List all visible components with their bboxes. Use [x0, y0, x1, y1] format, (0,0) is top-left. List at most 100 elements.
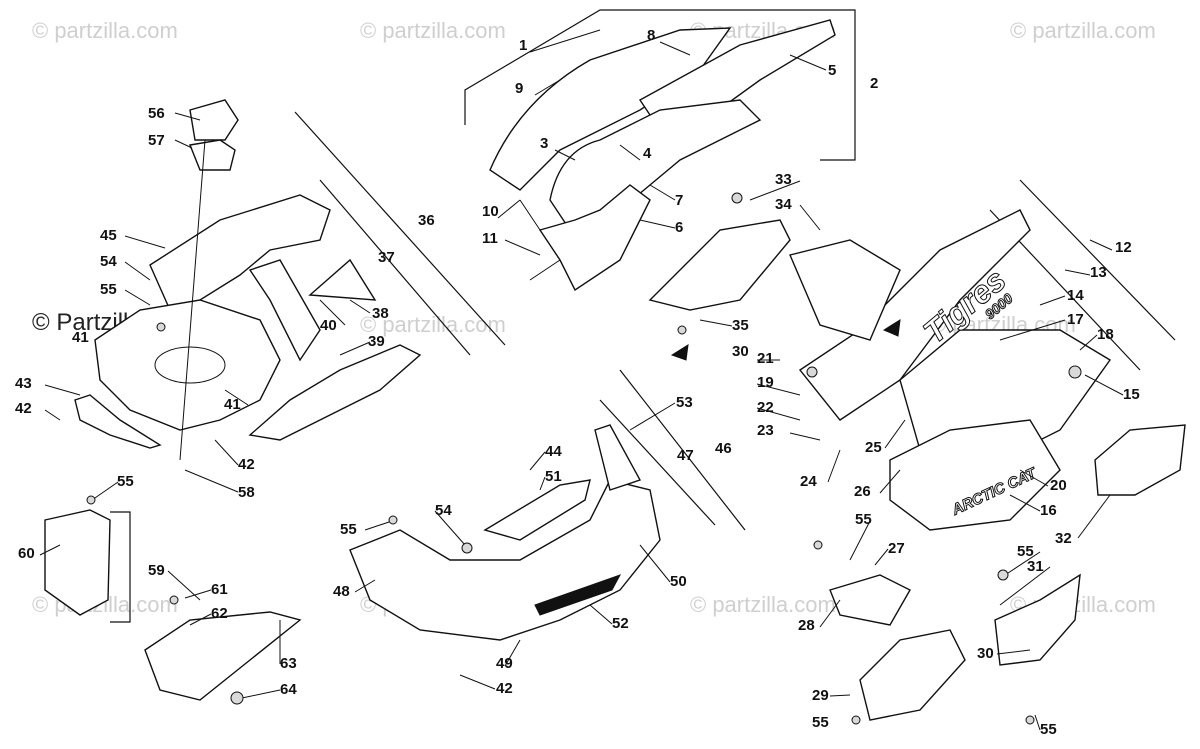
belly-pan-insert: [483, 479, 591, 541]
callout-label: 2: [870, 75, 878, 92]
leader-line: [874, 548, 889, 566]
leader-line: [529, 451, 546, 471]
leader-line: [639, 219, 676, 229]
leader-line: [1064, 269, 1091, 276]
callout-label: 33: [775, 171, 792, 188]
leader-line: [1034, 714, 1041, 731]
callout-label: 54: [435, 502, 452, 519]
leader-line: [756, 407, 801, 421]
gauge-bezel: [189, 99, 239, 141]
callout-label: 32: [1055, 530, 1072, 547]
callout-label: 10: [482, 203, 499, 220]
leader-line: [124, 235, 166, 249]
callout-label: 31: [1027, 558, 1044, 575]
callout-label: 11: [482, 230, 498, 247]
callout-label: 19: [757, 374, 774, 391]
leader-line: [241, 689, 281, 699]
callout-label: 27: [888, 540, 905, 557]
callout-label: 58: [238, 484, 255, 501]
leader-line: [529, 29, 601, 53]
leader-line: [534, 79, 561, 96]
callout-label: 26: [854, 483, 871, 500]
callout-label: 42: [496, 680, 513, 697]
leader-line: [749, 180, 801, 201]
leader-line: [44, 409, 61, 421]
leader-line: [459, 674, 496, 690]
callout-label: 14: [1067, 287, 1084, 304]
callout-label: 16: [1040, 502, 1057, 519]
callout-label: 41: [224, 396, 241, 413]
leader-line: [319, 299, 346, 326]
leader-line: [434, 510, 466, 546]
callout-label: 44: [545, 443, 562, 460]
leader-line: [996, 649, 1031, 655]
callout-label: 29: [812, 687, 829, 704]
leader-line: [789, 54, 827, 71]
leader-line: [1039, 295, 1066, 306]
callout-label: 7: [675, 192, 683, 209]
callout-label: 50: [670, 573, 687, 590]
leader-line: [619, 144, 641, 161]
side-bracket: [648, 219, 791, 311]
callout-label: 4: [643, 145, 652, 162]
callout-label: 35: [732, 317, 749, 334]
callout-label: 18: [1097, 326, 1114, 343]
callout-label: 41: [72, 329, 89, 346]
callout-label: 21: [757, 350, 774, 367]
leader-line: [799, 204, 821, 231]
leader-line: [884, 419, 906, 449]
callout-label: 56: [148, 105, 165, 122]
callout-label: 25: [865, 439, 882, 456]
leader-line: [339, 341, 371, 356]
side-shield: [789, 239, 901, 341]
callout-label: 37: [378, 249, 395, 266]
console-bracket: [248, 259, 321, 362]
leader-line: [504, 639, 521, 667]
leader-line: [999, 566, 1051, 606]
lower-right-parts: [829, 573, 1081, 721]
leader-line: [639, 544, 671, 583]
callout-label: 9: [515, 80, 523, 97]
callout-label: 46: [715, 440, 732, 457]
leader-line: [184, 469, 239, 493]
hood-panel: [549, 99, 762, 231]
leader-line: [174, 112, 201, 121]
leader-line: [504, 239, 541, 256]
leader-line: [659, 41, 691, 56]
callout-label: 52: [612, 615, 629, 632]
watermark: © partzilla.com: [360, 312, 506, 337]
leader-line: [879, 469, 901, 494]
leader-line: [1084, 374, 1124, 396]
callout-label: 38: [372, 305, 389, 322]
rear-panel: [994, 573, 1081, 666]
side-panel: [538, 184, 651, 292]
watermark: © partzilla.com: [360, 18, 506, 43]
callout-label: 24: [800, 473, 817, 490]
leader-line: [699, 319, 733, 327]
callout-label: 1: [519, 37, 527, 54]
side-vent: [1094, 424, 1186, 496]
callout-label: 13: [1090, 264, 1107, 281]
callout-label: 53: [676, 394, 693, 411]
callout-label: 55: [117, 473, 134, 490]
leader-line: [1009, 494, 1041, 512]
callout-label: 39: [368, 333, 385, 350]
leader-line: [124, 261, 151, 281]
callout-label: 8: [647, 27, 655, 44]
leader-line: [829, 694, 851, 697]
leader-line: [629, 402, 676, 431]
side-cover: [44, 509, 111, 616]
callout-label: 42: [15, 400, 32, 417]
leader-line: [39, 544, 61, 556]
leader-line: [214, 439, 239, 466]
console-pad: [308, 258, 377, 301]
console-group: [74, 99, 506, 461]
callout-label: 55: [340, 521, 357, 538]
leader-line: [589, 604, 613, 625]
callout-label: 22: [757, 399, 774, 416]
windshield-group: [464, 9, 856, 292]
callout-label: 40: [320, 317, 337, 334]
callout-label: 15: [1123, 386, 1140, 403]
watermark: © partzilla.com: [690, 592, 836, 617]
leader-line: [789, 432, 821, 441]
